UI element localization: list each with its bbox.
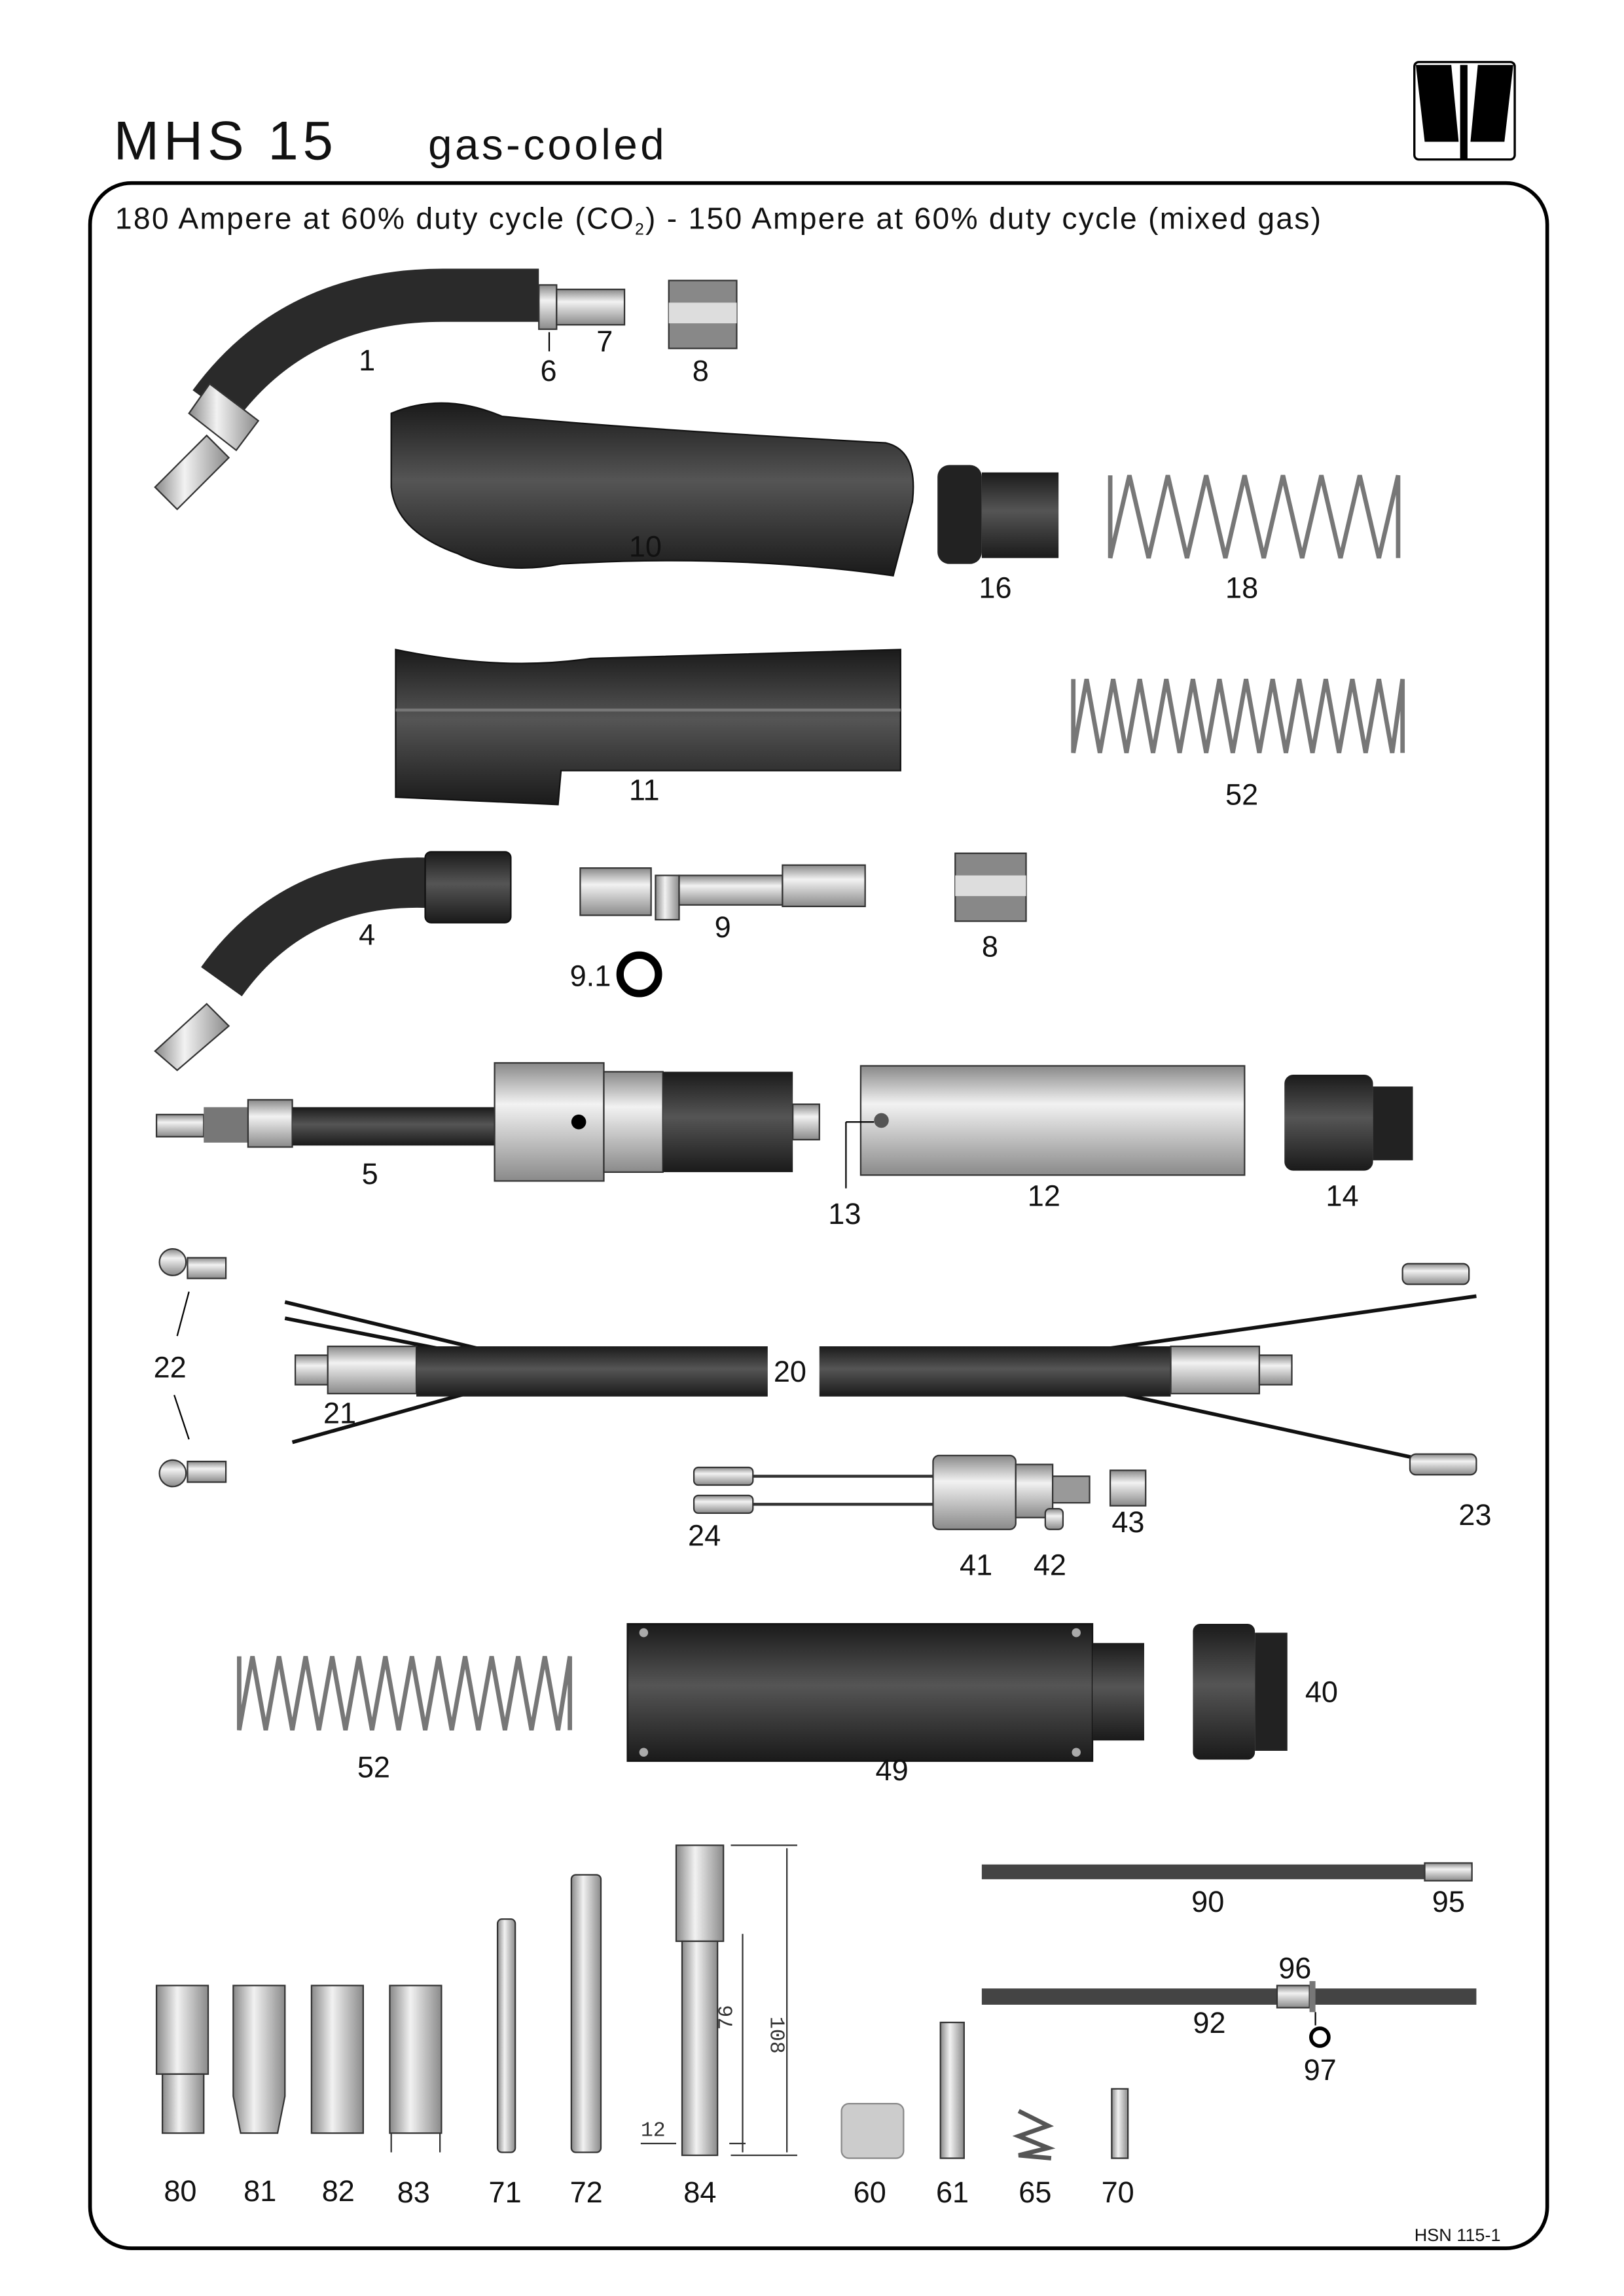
- label-49: 49: [875, 1753, 908, 1787]
- label-22: 22: [154, 1350, 187, 1384]
- label-21: 21: [323, 1396, 356, 1429]
- part-49-handle-tube[interactable]: [626, 1623, 1144, 1762]
- label-9-1: 9.1: [570, 960, 611, 993]
- model-title: MHS 15: [114, 110, 338, 171]
- label-72: 72: [570, 2176, 603, 2209]
- label-4: 4: [359, 918, 375, 952]
- label-10: 10: [629, 529, 662, 563]
- part-22-cable-lugs[interactable]: [158, 1248, 227, 1488]
- part-43-cap[interactable]: [1109, 1469, 1147, 1507]
- part-90-liner[interactable]: [981, 1862, 1473, 1882]
- label-8: 8: [693, 354, 709, 387]
- part-81-nozzle[interactable]: [232, 1984, 286, 2134]
- part-20-cable-assembly[interactable]: [284, 1263, 1477, 1476]
- label-42: 42: [1034, 1549, 1066, 1582]
- dimension-lines: [640, 1844, 797, 2157]
- part-9-contact-tube-holder[interactable]: [579, 864, 866, 921]
- label-97: 97: [1304, 2053, 1337, 2087]
- part-70-tip[interactable]: [1111, 2088, 1129, 2159]
- label-18: 18: [1225, 571, 1258, 605]
- part-60-nut[interactable]: [840, 2102, 905, 2159]
- part-8-gas-diffuser-2[interactable]: [954, 852, 1027, 922]
- label-13: 13: [828, 1197, 861, 1230]
- part-83-nozzle[interactable]: [389, 1984, 442, 2153]
- label-60: 60: [854, 2176, 886, 2209]
- part-16-handle-nut[interactable]: [937, 465, 1059, 564]
- label-43: 43: [1111, 1505, 1144, 1539]
- label-40: 40: [1305, 1676, 1338, 1709]
- part-65-spring[interactable]: [1012, 2109, 1056, 2161]
- part-80-nozzle[interactable]: [155, 1984, 209, 2134]
- part-18-spring[interactable]: [1108, 475, 1401, 559]
- label-83: 83: [397, 2176, 430, 2209]
- part-84-contact-tip[interactable]: [675, 1844, 725, 2157]
- label-96: 96: [1278, 1951, 1311, 1984]
- part-1-swan-neck[interactable]: [154, 268, 626, 511]
- part-14-nut[interactable]: [1284, 1075, 1413, 1171]
- label-8-second: 8: [982, 930, 998, 963]
- dimension-108: 108: [764, 2017, 787, 2054]
- label-1: 1: [359, 344, 375, 377]
- part-40-knurled-nut[interactable]: [1193, 1624, 1288, 1760]
- brand-logo: [1413, 61, 1516, 161]
- part-42-pin[interactable]: [1044, 1507, 1064, 1530]
- part-97-o-ring[interactable]: [1309, 2026, 1331, 2048]
- label-90: 90: [1191, 1885, 1224, 1918]
- part-52-spring-upper[interactable]: [1071, 678, 1405, 753]
- label-7: 7: [596, 325, 613, 358]
- label-70: 70: [1102, 2176, 1134, 2209]
- label-92: 92: [1193, 2006, 1225, 2039]
- label-41: 41: [960, 1549, 992, 1582]
- part-61-adapter[interactable]: [939, 2021, 965, 2159]
- part-8-gas-diffuser[interactable]: [668, 279, 738, 350]
- part-82-nozzle[interactable]: [310, 1984, 364, 2134]
- part-11-handle-half[interactable]: [395, 649, 901, 806]
- label-52: 52: [1225, 778, 1258, 811]
- part-71-contact-tip[interactable]: [496, 1918, 516, 2153]
- label-20: 20: [774, 1355, 806, 1388]
- label-24: 24: [688, 1519, 721, 1552]
- label-84: 84: [683, 2176, 716, 2209]
- dimension-12: 12: [641, 2120, 666, 2143]
- part-13-screw[interactable]: [874, 1113, 889, 1128]
- part-10-handle-shell[interactable]: [390, 402, 914, 577]
- label-9: 9: [715, 910, 731, 944]
- label-12: 12: [1028, 1179, 1060, 1213]
- document-code: HSN 115-1: [1415, 2225, 1501, 2245]
- part-52-spring-lower[interactable]: [237, 1656, 572, 1731]
- part-4-swan-neck[interactable]: [154, 851, 512, 1071]
- content-frame: [88, 181, 1549, 2250]
- label-11: 11: [629, 774, 660, 807]
- label-61: 61: [936, 2176, 969, 2209]
- label-82: 82: [322, 2174, 355, 2208]
- label-16: 16: [979, 571, 1011, 605]
- part-92-liner[interactable]: [981, 1981, 1477, 2013]
- part-41-micro-switch[interactable]: [693, 1454, 1091, 1530]
- dimension-76: 76: [716, 2005, 739, 2030]
- label-5: 5: [362, 1157, 378, 1191]
- label-95: 95: [1432, 1885, 1465, 1918]
- label-81: 81: [244, 2174, 276, 2208]
- cooling-type: gas-cooled: [428, 121, 667, 169]
- label-6: 6: [540, 354, 556, 387]
- label-80: 80: [164, 2174, 196, 2208]
- part-12-sleeve[interactable]: [859, 1065, 1246, 1176]
- part-72-contact-tip[interactable]: [570, 1874, 602, 2153]
- part-9-1-o-ring[interactable]: [616, 951, 662, 997]
- label-14: 14: [1326, 1179, 1358, 1213]
- label-65: 65: [1019, 2176, 1051, 2209]
- label-52-lower: 52: [357, 1751, 390, 1784]
- label-23: 23: [1458, 1498, 1491, 1532]
- spec-text: 180 Ampere at 60% duty cycle (CO2) - 150…: [115, 202, 1322, 239]
- label-71: 71: [489, 2176, 522, 2209]
- part-5-neck-assembly[interactable]: [155, 1062, 820, 1182]
